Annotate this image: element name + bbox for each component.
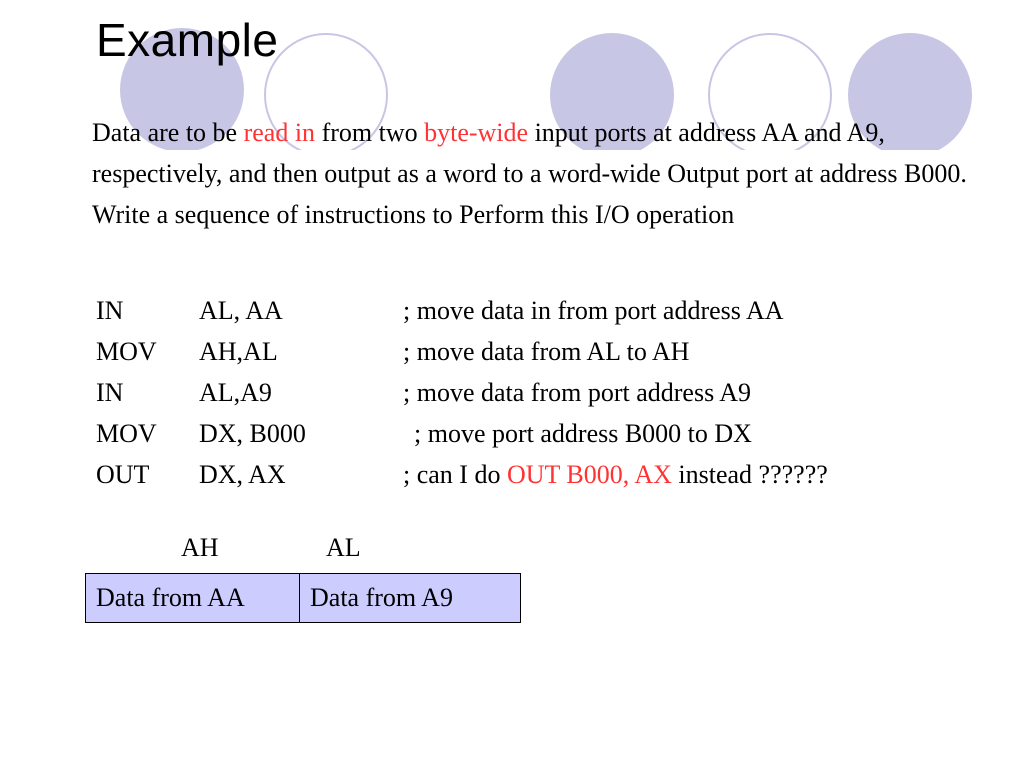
register-label-al: AL: [326, 533, 361, 562]
register-cell-ah: Data from AA: [86, 574, 300, 622]
highlight-byte-wide: byte-wide: [424, 118, 529, 147]
comment: ; can I do OUT B000, AX instead ??????: [403, 454, 828, 495]
decor-circle-filled: [120, 28, 244, 150]
register-cell-al: Data from A9: [310, 583, 453, 612]
opcode: OUT: [96, 460, 150, 489]
register-label-ah: AH: [181, 533, 219, 562]
opcode: MOV: [96, 419, 157, 448]
comment-text: instead ??????: [671, 460, 828, 489]
opcode: MOV: [96, 337, 157, 366]
highlight-out-b000: OUT B000, AX: [506, 460, 672, 489]
statement-text: from two: [315, 118, 425, 147]
decorative-circles: [120, 28, 972, 150]
operands: AL, AA: [199, 296, 283, 325]
comment-text: ; can I do: [403, 460, 507, 489]
highlight-read-in: read in: [243, 118, 316, 147]
operands: DX, AX: [199, 460, 286, 489]
decor-circle-outline: [264, 33, 388, 150]
comment: ; move port address B000 to DX: [414, 419, 752, 448]
operands: DX, B000: [199, 419, 306, 448]
statement-text: input ports at address AA and A9, respec…: [92, 118, 967, 229]
comment: ; move data from AL to AH: [403, 337, 690, 366]
operands: AL,A9: [199, 378, 272, 407]
slide-title: Example: [96, 14, 279, 66]
opcode: IN: [96, 296, 124, 325]
decor-circle-filled: [550, 33, 674, 150]
statement-text: Data are to be: [92, 118, 244, 147]
operands: AH,AL: [199, 337, 278, 366]
ax-register-diagram: Data from AA Data from A9: [85, 573, 521, 623]
problem-statement: Data are to be read in from two byte-wid…: [92, 112, 1017, 235]
decor-circle-filled: [848, 33, 972, 150]
comment: ; move data in from port address AA: [403, 296, 784, 325]
opcode: IN: [96, 378, 124, 407]
decor-circle-outline: [708, 33, 832, 150]
comment: ; move data from port address A9: [403, 378, 752, 407]
